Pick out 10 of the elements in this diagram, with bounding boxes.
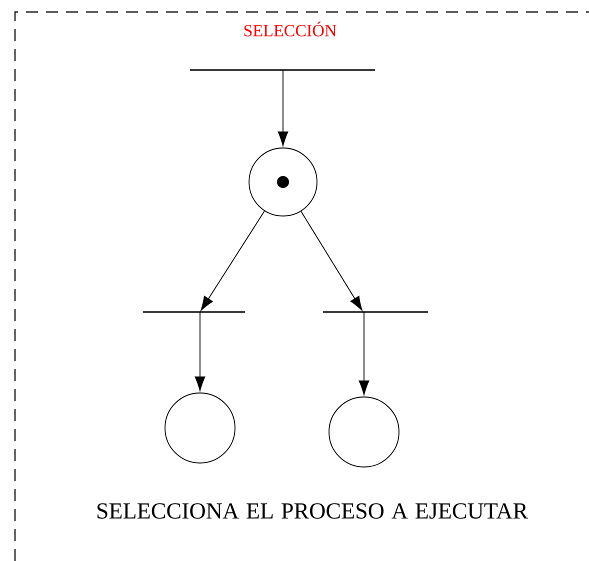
title-label: SELECCIÓN bbox=[244, 22, 336, 36]
arrow bbox=[300, 210, 362, 311]
place-circle bbox=[164, 392, 236, 464]
arrow bbox=[200, 210, 265, 311]
place-circle bbox=[248, 148, 318, 216]
place-circle bbox=[328, 396, 400, 468]
arrow bbox=[358, 312, 370, 395]
caption-text: SELECCIONA EL PROCESO A EJECUTAR bbox=[97, 503, 528, 519]
arrow bbox=[194, 312, 206, 391]
arrow bbox=[278, 70, 288, 146]
